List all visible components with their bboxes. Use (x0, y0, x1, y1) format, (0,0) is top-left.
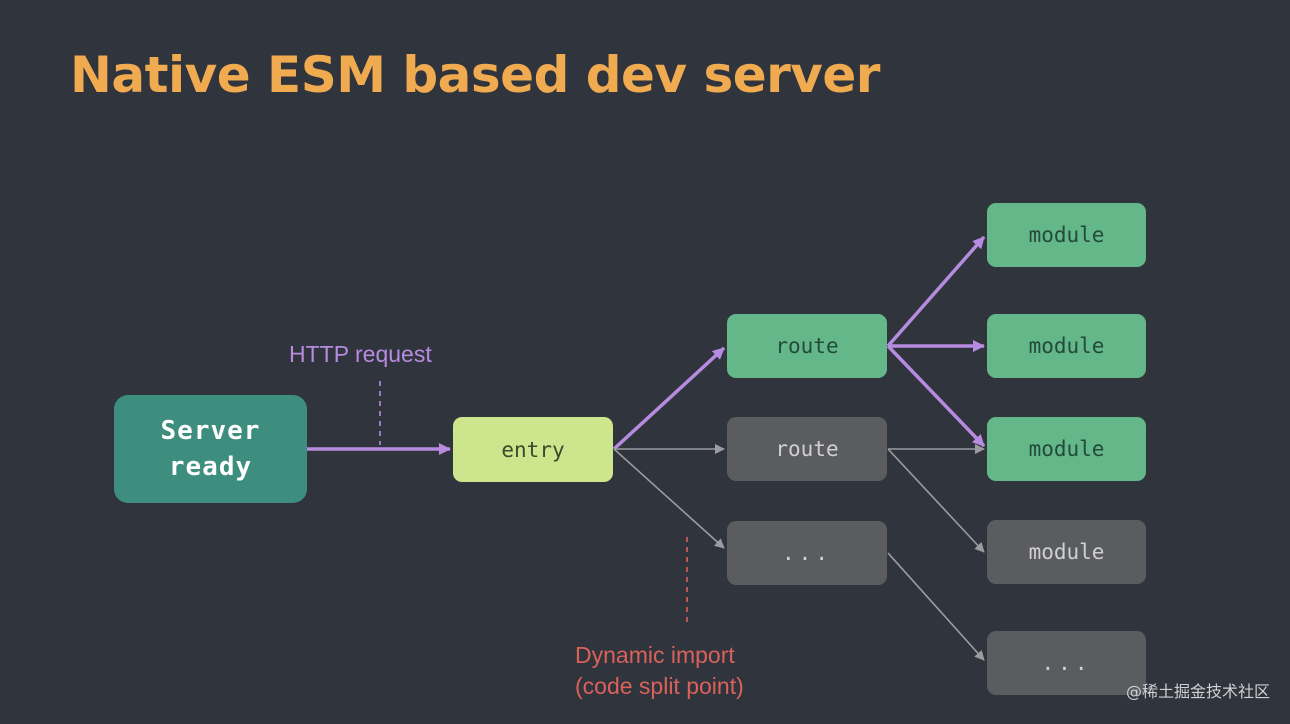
server-ready-node: Server ready (114, 395, 307, 503)
edge-route-module-1 (886, 235, 986, 348)
server-ready-line1: Server (160, 416, 261, 446)
module-node-1: module (987, 203, 1146, 267)
http-request-label: HTTP request (289, 341, 432, 367)
edge-entry-ellipsis-route (613, 448, 725, 549)
route-node-inactive: route (727, 417, 887, 481)
ellipsis-route-node: ... (727, 521, 887, 585)
server-ready-line2: ready (168, 452, 253, 482)
edge-entry-route-active (612, 346, 726, 451)
route-node-active: route (727, 314, 887, 378)
module-node-2: module (987, 314, 1146, 378)
dynamic-import-line1: Dynamic import (575, 642, 735, 668)
ellipsis-module-node: ... (987, 631, 1146, 695)
edge-route-module-3 (886, 344, 986, 448)
entry-node: entry (453, 417, 613, 482)
dynamic-import-line2: (code split point) (575, 673, 744, 699)
page-title: Native ESM based dev server (70, 46, 880, 104)
watermark: @稀土掘金技术社区 (1125, 682, 1270, 701)
edge-route-inactive-module-4 (887, 448, 985, 553)
dynamic-import-label: Dynamic import (code split point) (575, 640, 744, 702)
module-node-3: module (987, 417, 1146, 481)
module-node-4: module (987, 520, 1146, 584)
edge-ellipsis-route-ellipsis-module (887, 552, 985, 661)
